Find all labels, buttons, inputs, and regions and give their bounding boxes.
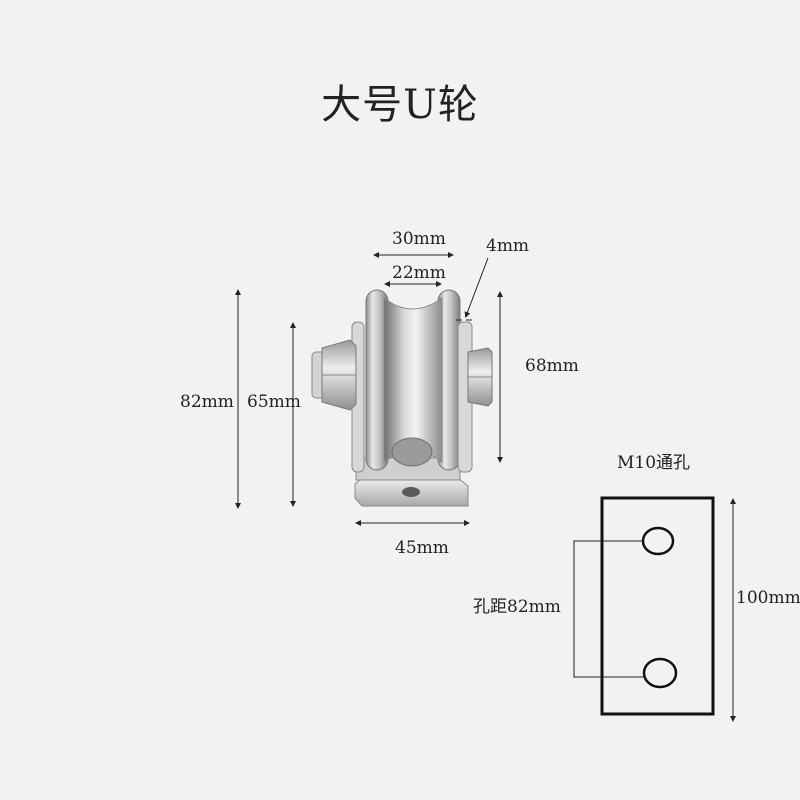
page-title: 大号U轮 <box>321 82 479 128</box>
dimension-lines <box>235 252 503 526</box>
base-hole <box>402 487 420 497</box>
wheel-groove <box>383 296 443 464</box>
dim-label-wheel-diameter: 68mm <box>525 356 579 376</box>
dim-line-4-leader <box>464 257 489 318</box>
dim-label-plate-thickness: 4mm <box>486 236 530 256</box>
bearing-lower <box>391 437 433 467</box>
dim-label-total-height: 82mm <box>180 392 234 412</box>
dim-label-center-height: 65mm <box>247 392 301 412</box>
mounting-plate <box>600 496 715 716</box>
u-wheel-illustration <box>311 289 493 507</box>
dim-label-base-width: 45mm <box>395 538 449 558</box>
hole-type-label: M10通孔 <box>617 453 691 473</box>
mount-hole-top <box>641 526 675 556</box>
mounting-plate-schematic <box>573 496 736 722</box>
hole-pitch-label: 孔距82mm <box>473 597 561 617</box>
hole-pitch-bracket <box>573 540 645 678</box>
dim-label-groove-width: 22mm <box>392 263 446 283</box>
plate-height-label: 100mm <box>736 588 800 608</box>
mount-hole-bottom <box>642 657 678 689</box>
dim-label-outer-width: 30mm <box>392 229 446 249</box>
